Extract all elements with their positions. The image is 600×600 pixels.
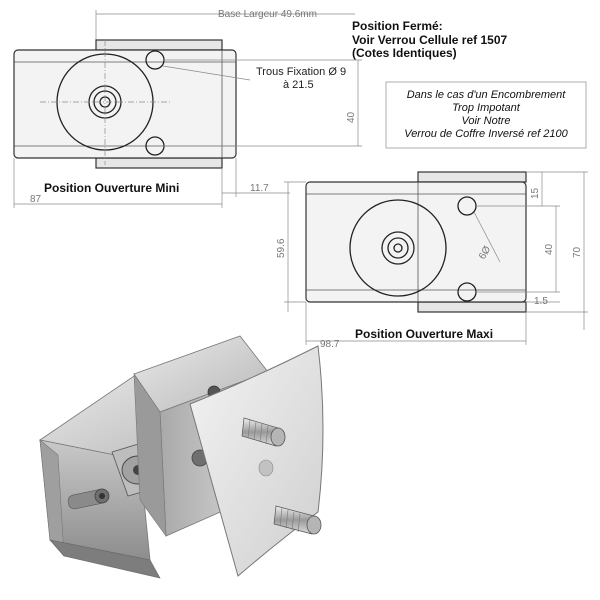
note-line4: Verrou de Coffre Inversé ref 2100 xyxy=(404,128,568,140)
stud-bottom-end xyxy=(306,515,322,535)
maxi-bolt-outer xyxy=(349,199,447,297)
socket-hex-left xyxy=(99,493,105,499)
dim-15-label: 15 xyxy=(530,187,541,199)
stud-bottom-thread3 xyxy=(291,511,295,531)
view-mini-title: Position Ouverture Mini xyxy=(44,181,179,195)
stud-bottom-thread4 xyxy=(297,513,301,533)
block-right-side xyxy=(133,372,167,537)
dim-70-label: 70 xyxy=(572,246,583,258)
body-maxi xyxy=(305,181,527,303)
callout-holes-line2: à 21.5 xyxy=(283,79,314,91)
maxi-plate-top xyxy=(417,171,527,183)
stud-bottom xyxy=(273,505,322,535)
maxi-bolt-inner xyxy=(387,237,409,259)
callout-holes-line1: Trous Fixation Ø 9 xyxy=(256,66,346,78)
view-maxi-title: Position Ouverture Maxi xyxy=(355,327,493,341)
header-line3: (Cotes Identiques) xyxy=(352,46,457,60)
dim-59-6-label: 59.6 xyxy=(276,238,287,258)
header-line2: Voir Verrou Cellule ref 1507 xyxy=(352,33,508,47)
plate-bottom xyxy=(95,157,223,169)
maxi-bolt-core xyxy=(393,243,403,253)
header-line1: Position Fermé: xyxy=(352,19,443,33)
plate-hole xyxy=(258,459,274,477)
stud-top-thread2 xyxy=(253,421,257,441)
render-3d-lock xyxy=(38,335,324,579)
dim-40-label: 40 xyxy=(346,111,357,123)
block-left-bottom xyxy=(49,539,161,579)
note-box-frame xyxy=(385,81,587,149)
dim-base-label: Base Largeur 49.6mm xyxy=(218,9,317,20)
note-line2: Trop Impotant xyxy=(452,102,521,114)
body-mini xyxy=(13,49,237,159)
phi-leader xyxy=(473,211,501,263)
stud-top xyxy=(241,417,286,447)
bolt-inner-circle xyxy=(93,90,117,114)
dim-87-label: 87 xyxy=(30,194,42,205)
note-box: Dans le cas d'un Encombrement Trop Impot… xyxy=(385,81,587,149)
stud-bottom-thread1 xyxy=(279,507,283,527)
note-line3: Voir Notre xyxy=(461,115,510,127)
dim-11-7-label: 11.7 xyxy=(250,183,269,194)
callout-leader xyxy=(162,65,251,81)
view-maxi: 6Ø 15 40 70 1.5 59.6 98.7 Position Ouver… xyxy=(276,171,588,350)
stud-top-end xyxy=(270,427,286,447)
header-position-ferme: Position Fermé: Voir Verrou Cellule ref … xyxy=(352,19,508,60)
stud-top-thread4 xyxy=(265,425,269,445)
maxi-plate-bottom xyxy=(417,301,527,313)
plate-top xyxy=(95,39,223,51)
dim-1-5-label: 1.5 xyxy=(534,296,548,307)
stud-top-thread3 xyxy=(259,423,263,443)
stud-bottom-thread2 xyxy=(285,509,289,529)
stud-top-thread1 xyxy=(247,419,251,439)
view-mini: Base Largeur 49.6mm Trous Fixation Ø 9 à… xyxy=(13,9,362,208)
maxi-bolt-mid xyxy=(381,231,415,265)
dim-40-maxi-label: 40 xyxy=(544,243,555,255)
dim-98-7-label: 98.7 xyxy=(320,339,340,350)
note-line1: Dans le cas d'un Encombrement xyxy=(407,89,567,101)
